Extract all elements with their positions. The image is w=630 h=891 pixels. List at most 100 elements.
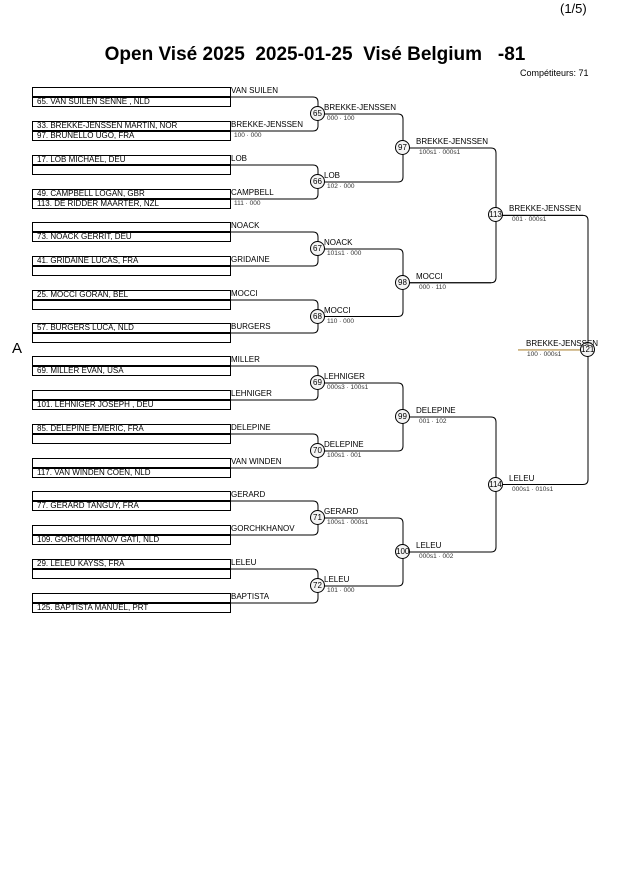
athlete-label: GRIDAINE	[231, 255, 270, 264]
entry-box: 101. LEHNIGER JOSEPH , DEU	[32, 400, 231, 410]
entry-box	[32, 491, 231, 501]
score-text: 000 · 100	[327, 115, 355, 122]
winner-label: NOACK	[324, 238, 353, 247]
winner-label: BREKKE-JENSSEN	[324, 103, 397, 112]
match-node: 67	[310, 241, 325, 256]
match-node: 65	[310, 106, 325, 121]
bracket-line	[403, 147, 497, 284]
entry-box: 29. LELEU KAYSS, FRA	[32, 559, 231, 569]
entry-box: 65. VAN SUILEN SENNE , NLD	[32, 97, 231, 107]
winner-label: BREKKE-JENSSEN	[509, 204, 582, 214]
champion-label: BREKKE-JENSSEN	[526, 338, 599, 348]
entry-box: 117. VAN WINDEN COEN, NLD	[32, 468, 231, 478]
match-node: 98	[395, 274, 410, 290]
entry-box: 49. CAMPBELL LOGAN, GBR	[32, 189, 231, 199]
competitor-count: Compétiteurs: 71	[520, 68, 589, 78]
winner-label: LOB	[324, 171, 341, 180]
entry-box: 25. MOCCI GORAN, BEL	[32, 290, 231, 300]
score-text: 000s1 · 002	[419, 553, 454, 560]
entry-box: 109. GORCHKHANOV GATI, NLD	[32, 535, 231, 545]
match-node: 113	[488, 207, 503, 223]
score-text: 001 · 102	[419, 418, 447, 425]
entry-box	[32, 458, 231, 468]
match-node: 72	[310, 578, 325, 593]
athlete-label: BREKKE-JENSSEN	[231, 120, 304, 129]
entry-box	[32, 525, 231, 535]
score-text: 000s3 · 100s1	[327, 384, 369, 391]
entry-box: 57. BURGERS LUCA, NLD	[32, 323, 231, 333]
score-text: 101 · 000	[327, 587, 355, 594]
entry-box: 69. MILLER EVAN, USA	[32, 366, 231, 376]
entry-box: 113. DE RIDDER MAARTER, NZL	[32, 199, 231, 209]
winner-label: BREKKE-JENSSEN	[416, 137, 489, 146]
page-title: Open Visé 2025 2025-01-25 Visé Belgium -…	[104, 44, 526, 65]
entry-box: 77. GERARD TANGUY, FRA	[32, 501, 231, 511]
athlete-label: MOCCI	[231, 289, 258, 298]
winner-label: LEHNIGER	[324, 372, 365, 381]
entry-box	[32, 569, 231, 579]
winner-label: MOCCI	[324, 305, 351, 315]
score-text: 110 · 000	[327, 317, 354, 325]
score-text: 100 · 000	[234, 132, 262, 139]
score-text: 100s1 · 000s1	[419, 149, 461, 156]
winner-label: LELEU	[416, 541, 442, 550]
entry-box: 97. BRUNELLO UGO, FRA	[32, 131, 231, 141]
score-text: 100s1 · 001	[327, 452, 362, 459]
athlete-label: CAMPBELL	[231, 188, 274, 197]
winner-label: LELEU	[509, 473, 535, 483]
entry-box	[32, 593, 231, 603]
entry-box: 125. BAPTISTA MANUEL, PRT	[32, 603, 231, 613]
entry-box	[32, 333, 231, 343]
score-text: 100s1 · 000s1	[327, 519, 369, 526]
match-node: 121	[580, 341, 595, 357]
entry-box	[32, 87, 231, 97]
score-text: 101s1 · 000	[327, 250, 362, 257]
match-node: 97	[395, 140, 410, 155]
athlete-label: BAPTISTA	[231, 592, 270, 601]
entry-box	[32, 434, 231, 444]
pool-letter: A	[12, 340, 23, 357]
page-number: (1/5)	[560, 1, 587, 16]
athlete-label: GORCHKHANOV	[231, 524, 295, 533]
athlete-label: NOACK	[231, 221, 260, 230]
entry-box	[32, 390, 231, 400]
match-node: 68	[310, 308, 325, 324]
score-text: 000s1 · 010s1	[512, 485, 554, 493]
entry-box	[32, 165, 231, 175]
athlete-label: LEHNIGER	[231, 389, 272, 398]
athlete-label: DELEPINE	[231, 423, 271, 432]
winner-label: DELEPINE	[416, 406, 456, 415]
athlete-label: LELEU	[231, 558, 257, 567]
bracket-line	[403, 416, 497, 553]
entry-box	[32, 356, 231, 366]
winner-label: LELEU	[324, 575, 350, 584]
athlete-label: BURGERS	[231, 322, 271, 331]
score-text: 102 · 000	[327, 183, 355, 190]
entry-box	[32, 222, 231, 232]
match-node: 99	[395, 409, 410, 424]
match-node: 100	[395, 544, 410, 559]
entry-box	[32, 266, 231, 276]
match-node: 71	[310, 510, 325, 525]
match-node: 114	[488, 476, 503, 492]
entry-box: 33. BREKKE-JENSSEN MARTIN, NOR	[32, 121, 231, 131]
match-node: 69	[310, 375, 325, 390]
winner-label: MOCCI	[416, 271, 443, 281]
athlete-label: GERARD	[231, 490, 266, 499]
athlete-label: VAN WINDEN	[231, 457, 282, 466]
score-text: 001 · 000s1	[512, 216, 547, 224]
athlete-label: VAN SUILEN	[231, 86, 278, 95]
score-text: 111 · 000	[234, 200, 261, 207]
score-text: 000 · 110	[419, 283, 446, 291]
match-node: 70	[310, 443, 325, 458]
athlete-label: MILLER	[231, 355, 260, 364]
match-node: 66	[310, 174, 325, 189]
entry-box: 73. NOACK GERRIT, DEU	[32, 232, 231, 242]
score-text: 100 · 000s1	[527, 350, 562, 358]
entry-box: 17. LOB MICHAEL, DEU	[32, 155, 231, 165]
entry-box: 41. GRIDAINE LUCAS, FRA	[32, 256, 231, 266]
winner-label: DELEPINE	[324, 440, 364, 449]
entry-box: 85. DELEPINE EMERIC, FRA	[32, 424, 231, 434]
winner-label: GERARD	[324, 507, 359, 516]
entry-box	[32, 300, 231, 310]
